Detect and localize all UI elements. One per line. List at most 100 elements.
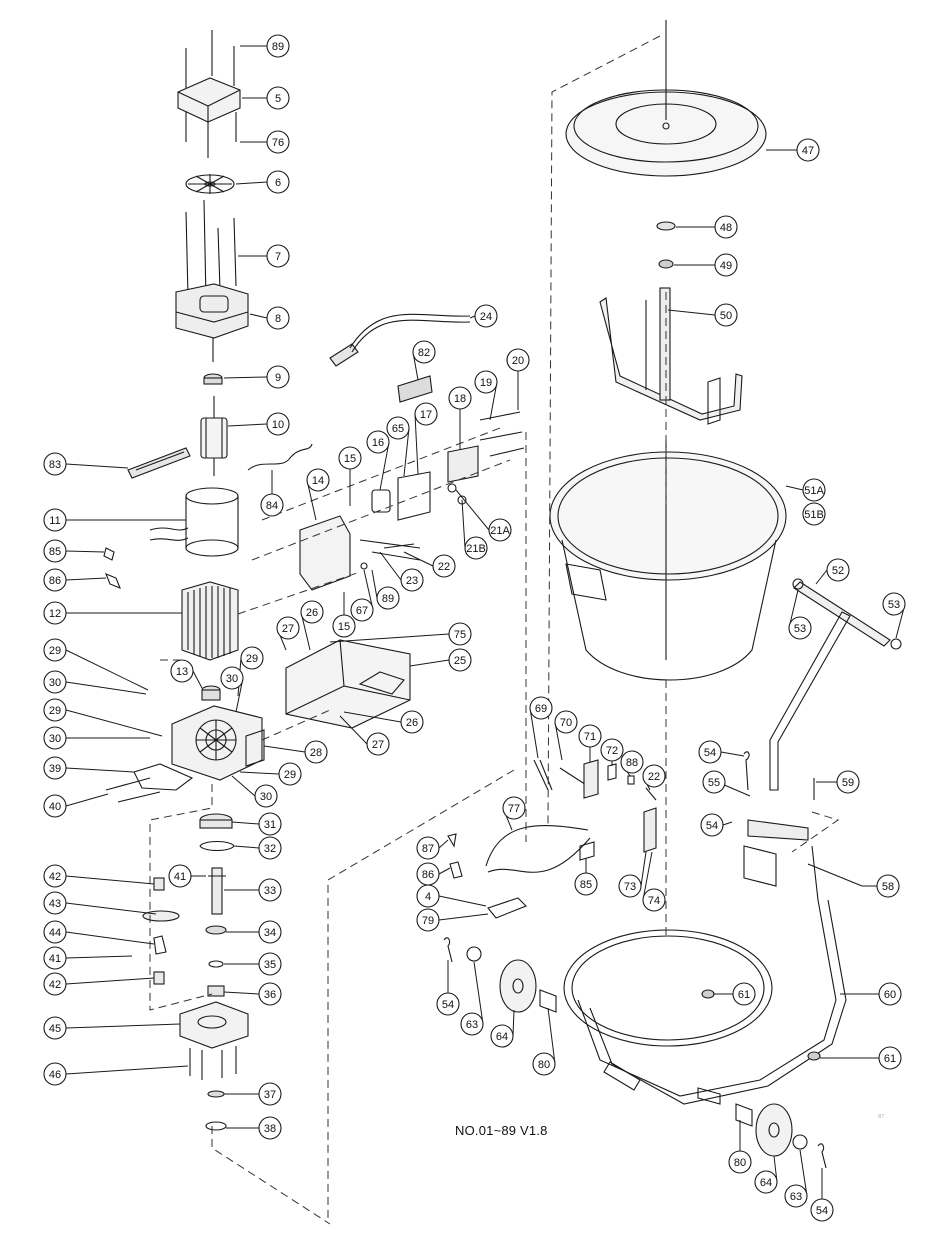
callout-21A: 21A	[455, 489, 512, 542]
callout-5: 5	[242, 86, 290, 110]
leader-line	[231, 821, 260, 825]
leader-line	[489, 381, 498, 421]
callout-circle	[878, 1046, 902, 1070]
callout-circle	[802, 502, 826, 526]
callout-circle	[502, 796, 526, 820]
callout-89: 89	[371, 569, 400, 610]
callout-number: 54	[816, 1205, 828, 1217]
callout-77: 77	[502, 796, 526, 831]
callout-circle	[258, 1082, 282, 1106]
callout-circle	[416, 836, 440, 860]
callout-64: 64	[754, 1155, 778, 1194]
callout-21B: 21B	[461, 499, 488, 560]
callout-number: 6	[275, 177, 281, 189]
corner-mark: ₈₇	[878, 1108, 885, 1118]
callout-number: 88	[626, 757, 638, 769]
leader-line	[65, 902, 157, 915]
callout-number: 24	[480, 311, 492, 323]
leader-line	[403, 551, 434, 567]
leader-line	[438, 839, 449, 849]
callout-circle	[732, 982, 756, 1006]
callout-number: 72	[606, 745, 618, 757]
callout-27: 27	[339, 715, 390, 756]
callout-number: 15	[344, 453, 356, 465]
callout-number: 21A	[490, 525, 510, 537]
callout-51A: 51A	[785, 478, 826, 502]
callout-number: 15	[338, 621, 350, 633]
callout-number: 71	[584, 731, 596, 743]
callout-circle	[43, 539, 67, 563]
callout-circle	[366, 732, 390, 756]
callout-number: 30	[226, 673, 238, 685]
callout-number: 42	[49, 871, 61, 883]
callout-number: 59	[842, 777, 854, 789]
callout-number: 69	[535, 703, 547, 715]
callout-circle	[532, 1052, 556, 1076]
callout-circle	[784, 1184, 808, 1208]
callout-number: 14	[312, 475, 324, 487]
callout-number: 7	[275, 251, 281, 263]
callout-26: 26	[343, 710, 424, 734]
leader-line	[235, 181, 268, 185]
callout-number: 76	[272, 137, 284, 149]
callout-circle	[802, 478, 826, 502]
callout-67: 67	[350, 569, 374, 622]
callout-29: 29	[237, 646, 264, 697]
callout-circle	[43, 568, 67, 592]
callout-51B: 51B	[802, 502, 826, 526]
callout-number: 36	[264, 989, 276, 1001]
callout-circle	[836, 770, 860, 794]
callout-65: 65	[386, 416, 410, 477]
callout-circle	[574, 872, 598, 896]
callout-circle	[338, 446, 362, 470]
callout-number: 83	[49, 459, 61, 471]
leader-line	[461, 499, 466, 549]
callout-circle	[266, 244, 290, 268]
callout-17: 17	[414, 402, 438, 475]
callout-53: 53	[882, 592, 906, 639]
callout-circle	[266, 130, 290, 154]
callout-number: 22	[438, 561, 450, 573]
callout-number: 4	[425, 891, 431, 903]
callout-number: 86	[49, 575, 61, 587]
revision-label: NO.01~89 V1.8	[455, 1123, 548, 1138]
callout-circle	[460, 1012, 484, 1036]
leader-line	[414, 413, 419, 475]
callout-42: 42	[43, 972, 155, 996]
callout-15: 15	[332, 592, 356, 638]
leader-line	[363, 569, 374, 611]
callout-number: 5	[275, 93, 281, 105]
callout-number: 32	[264, 843, 276, 855]
callout-37: 37	[224, 1082, 282, 1106]
callout-19: 19	[474, 370, 498, 421]
callout-circle	[43, 756, 67, 780]
callout-54: 54	[436, 960, 460, 1016]
callout-33: 33	[224, 878, 282, 902]
callout-circle	[258, 952, 282, 976]
callout-number: 64	[496, 1031, 508, 1043]
callout-circle	[488, 518, 512, 542]
leader-line	[720, 751, 745, 757]
callout-circle	[240, 646, 264, 670]
leader-line	[512, 1009, 515, 1037]
callout-35: 35	[224, 952, 282, 976]
callout-45: 45	[43, 1016, 181, 1040]
callout-circle	[414, 402, 438, 426]
callout-number: 29	[49, 705, 61, 717]
callout-61: 61	[714, 982, 756, 1006]
callout-number: 87	[422, 843, 434, 855]
callout-26: 26	[300, 600, 324, 651]
callout-circle	[366, 430, 390, 454]
leader-line	[65, 577, 107, 581]
leader-line	[65, 1023, 181, 1029]
callout-number: 25	[454, 655, 466, 667]
callout-number: 23	[406, 575, 418, 587]
callout-29: 29	[239, 762, 302, 786]
callout-number: 41	[49, 953, 61, 965]
callout-number: 86	[422, 869, 434, 881]
callout-circle	[642, 764, 666, 788]
callout-circle	[170, 659, 194, 683]
leader-line	[799, 1149, 808, 1197]
callout-circle	[788, 616, 812, 640]
leader-line	[65, 793, 109, 807]
